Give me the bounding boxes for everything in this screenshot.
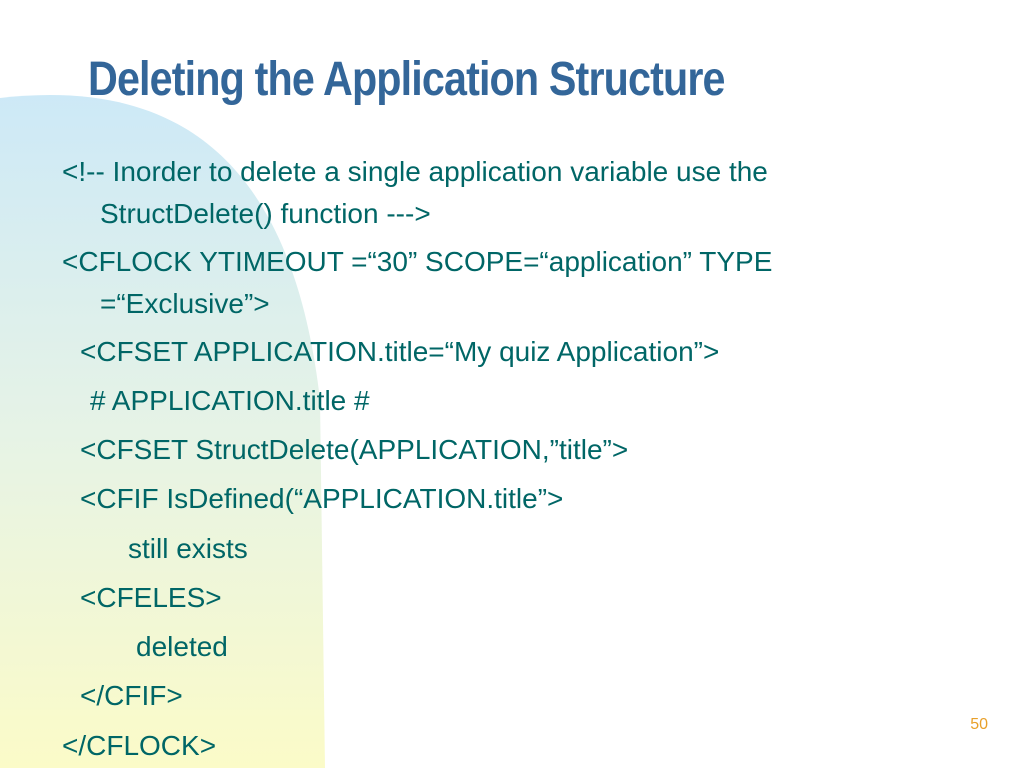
code-line-12: </CFIF>: [80, 680, 183, 711]
code-line-10: <CFELES>: [80, 582, 222, 613]
code-line-6: # APPLICATION.title #: [90, 385, 370, 416]
code-line-13: </CFLOCK>: [62, 730, 217, 761]
code-line-1: <!-- Inorder to delete a single applicat…: [62, 156, 768, 187]
slide-title: Deleting the Application Structure: [88, 53, 726, 106]
code-line-2: StructDelete() function --->: [100, 198, 431, 229]
code-line-4: =“Exclusive”>: [100, 288, 270, 319]
code-line-11: deleted: [136, 631, 228, 662]
code-line-9: still exists: [128, 533, 248, 564]
code-line-8: <CFIF IsDefined(“APPLICATION.title”>: [80, 483, 564, 514]
code-line-5: <CFSET APPLICATION.title=“My quiz Applic…: [80, 336, 720, 367]
slide-page-number: 50: [970, 716, 988, 733]
code-line-7: <CFSET StructDelete(APPLICATION,”title”>: [80, 434, 629, 465]
backdrop-curve-shape: [0, 95, 325, 768]
code-line-3: <CFLOCK YTIMEOUT =“30” SCOPE=“applicatio…: [62, 246, 773, 277]
